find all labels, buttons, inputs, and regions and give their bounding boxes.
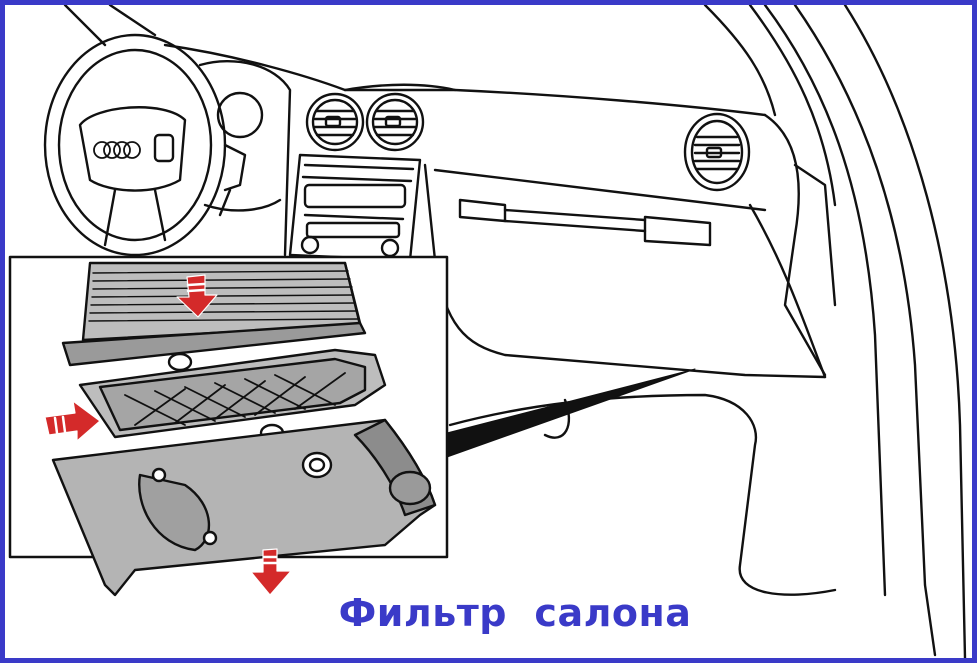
instrument-cluster [198, 59, 292, 257]
center-vent-right [365, 92, 425, 152]
glovebox [458, 198, 712, 247]
center-console [288, 153, 422, 262]
dashboard-illustration [8, 5, 967, 658]
diagram-caption: Фильтр салона [338, 591, 692, 635]
passenger-vent [683, 112, 751, 192]
center-vent-left [305, 92, 365, 152]
pointer-wedge [446, 368, 696, 458]
steering-wheel [43, 33, 227, 257]
lower-cover [51, 418, 437, 597]
arrow-right-icon [44, 400, 101, 442]
arrow-down-icon [250, 548, 292, 596]
cabin-filter [61, 261, 367, 367]
filter-holder [78, 348, 387, 443]
windshield-lines [63, 5, 967, 658]
arrow-down-icon [176, 274, 218, 318]
audi-rings-logo [93, 141, 141, 159]
